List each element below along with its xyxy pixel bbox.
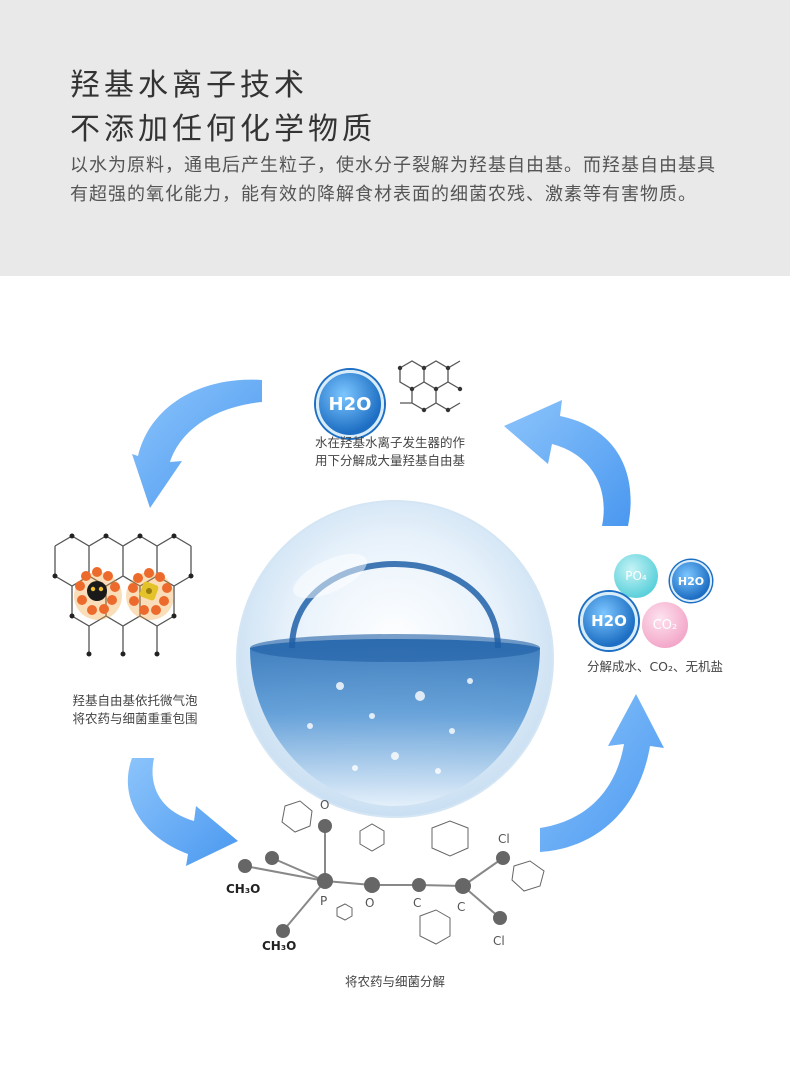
atom-label-o-top: O bbox=[320, 798, 330, 812]
pesticide-molecule bbox=[238, 800, 545, 945]
co2-label: CO₂ bbox=[652, 617, 678, 633]
atom-label-p: P bbox=[320, 894, 328, 908]
title-line-1: 羟基水离子技术 bbox=[70, 68, 308, 103]
atom-label-c1: C bbox=[413, 896, 422, 910]
atom-label-ch3o-1: CH₃O bbox=[226, 882, 261, 896]
description-text: 以水为原料，通电后产生粒子，使水分子裂解为羟基自由基。而羟基自由基具有超强的氧化… bbox=[70, 155, 716, 205]
diagram-graphics bbox=[52, 360, 664, 945]
arrow-bottom-right bbox=[540, 694, 664, 852]
step-top-line-1: 水在羟基水离子发生器的作 bbox=[314, 435, 465, 450]
h2o-label: H2O bbox=[328, 393, 372, 415]
step-left-line-1: 羟基自由基依托微气泡 bbox=[72, 693, 198, 708]
h2o-medium-label: H2O bbox=[591, 612, 627, 630]
bacteria-icon bbox=[139, 581, 159, 601]
step-top-caption: 水在羟基水离子发生器的作 用下分解成大量羟基自由基 bbox=[290, 434, 490, 470]
po4-molecule-icon: PO₄ bbox=[614, 554, 658, 598]
hex-lattice-left bbox=[52, 533, 194, 657]
step-left-caption: 羟基自由基依托微气泡 将农药与细菌重重包围 bbox=[40, 692, 230, 728]
step-left-line-2: 将农药与细菌重重包围 bbox=[72, 711, 198, 726]
h2o-medium-molecule-icon: H2O bbox=[580, 592, 638, 650]
step-bottom-caption: 将农药与细菌分解 bbox=[344, 974, 445, 989]
atom-label-o-mid: O bbox=[365, 896, 375, 910]
arrow-bottom-left bbox=[127, 758, 238, 866]
title-line-2: 不添加任何化学物质 bbox=[70, 112, 376, 147]
atom-label-cl-top: Cl bbox=[498, 832, 510, 846]
atom-label-ch3o-2: CH₃O bbox=[262, 939, 297, 953]
arrow-top-left bbox=[132, 379, 262, 508]
hydroxyl-process-diagram: O P O C C Cl Cl CH₃O CH₃O H2O 水在羟基水离子发生器… bbox=[0, 276, 790, 1065]
h2o-molecule-icon: H2O bbox=[316, 370, 384, 438]
step-right-caption: 分解成水、CO₂、无机盐 bbox=[586, 659, 724, 674]
arrow-top-right bbox=[504, 400, 631, 526]
header-banner: 羟基水离子技术 不添加任何化学物质 以水为原料，通电后产生粒子，使水分子裂解为羟… bbox=[0, 0, 790, 276]
skull-icon bbox=[87, 581, 107, 601]
po4-label: PO₄ bbox=[625, 569, 647, 583]
h2o-small-molecule-icon: H2O bbox=[670, 560, 712, 602]
atom-label-cl-bottom: Cl bbox=[493, 934, 505, 948]
h2o-small-label: H2O bbox=[677, 574, 705, 588]
co2-molecule-icon: CO₂ bbox=[642, 602, 688, 648]
step-top-line-2: 用下分解成大量羟基自由基 bbox=[314, 453, 465, 468]
water-sphere bbox=[236, 500, 554, 818]
hex-lattice-top bbox=[397, 360, 463, 413]
atom-label-c2: C bbox=[457, 900, 466, 914]
